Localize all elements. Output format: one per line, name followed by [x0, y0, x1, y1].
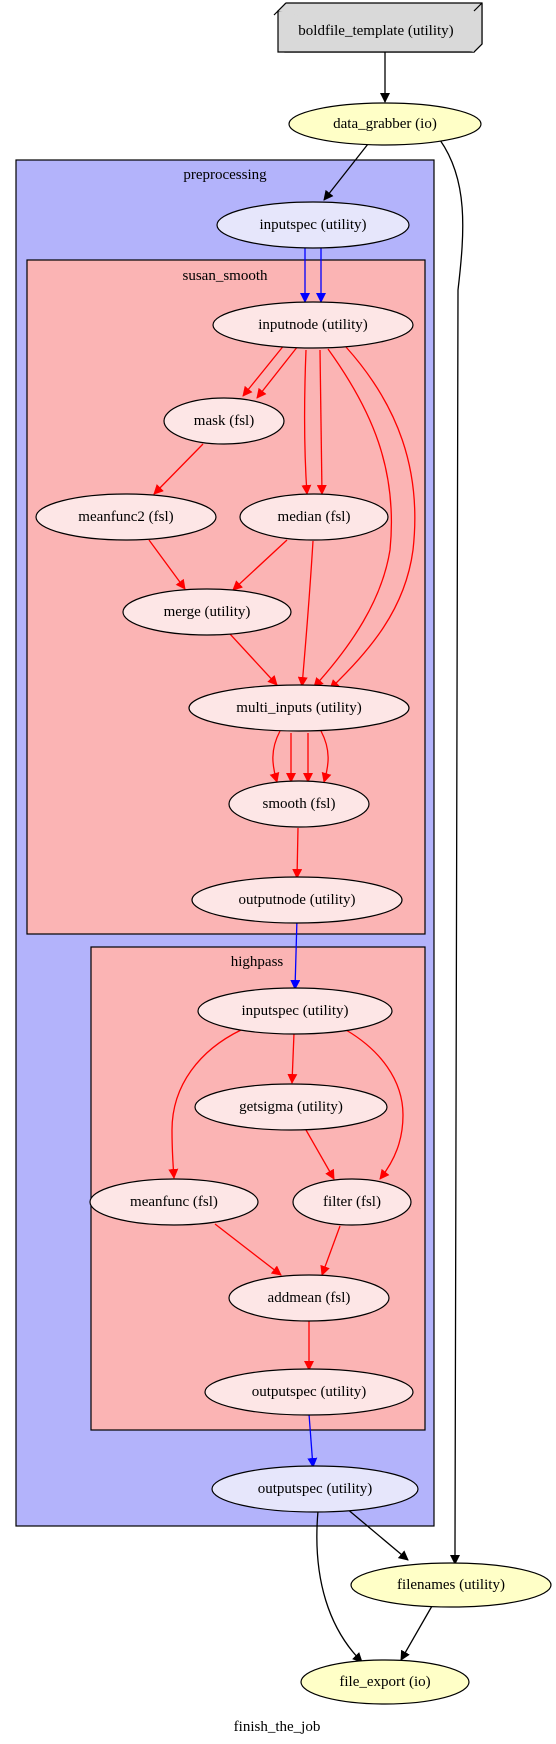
node-hp-filter-shape: [292, 1178, 412, 1226]
node-ss-outputnode: outputnode (utility): [191, 876, 403, 924]
edge-mask-to-meanfunc2: [153, 443, 204, 495]
edge-hp-inputspec-to-meanfunc: [168, 1029, 242, 1179]
node-ss-median-label: median (fsl): [278, 509, 351, 525]
cluster-highpass-title: highpass: [231, 954, 284, 970]
node-ss-inputnode-label: inputnode (utility): [258, 317, 368, 333]
node-hp-getsigma-shape: [194, 1083, 388, 1131]
cluster-susan-smooth: susan_smooth: [26, 259, 426, 935]
node-ss-inputnode: inputnode (utility): [212, 301, 414, 349]
node-hp-addmean-shape: [228, 1274, 390, 1322]
edge-median-to-multi: [297, 540, 314, 687]
node-ss-meanfunc2-shape: [35, 493, 217, 541]
node-filenames-shape: [350, 1562, 552, 1608]
node-ss-smooth-label: smooth (fsl): [263, 796, 336, 812]
node-hp-inputspec: inputspec (utility): [197, 987, 393, 1035]
node-ss-median-shape: [239, 493, 389, 541]
edge-inputnode-to-mask-2: [256, 345, 299, 399]
edge-meanfunc-to-addmean: [214, 1223, 282, 1276]
node-ss-multi-inputs: multi_inputs (utility): [188, 684, 410, 732]
node-file-export-label: file_export (io): [339, 1674, 430, 1690]
node-hp-inputspec-label: inputspec (utility): [241, 1003, 348, 1019]
node-ss-multi-inputs-shape: [188, 684, 410, 732]
edge-hp-inputspec-to-getsigma: [287, 1032, 298, 1084]
node-ss-merge: merge (utility): [122, 588, 292, 636]
edge-filenames-to-export: [400, 1605, 433, 1661]
node-boldfile-template-corner: [473, 2, 483, 12]
node-pre-inputspec-shape: [216, 201, 410, 249]
node-ss-inputnode-shape: [212, 301, 414, 349]
node-ss-mask-shape: [163, 397, 285, 445]
edge-hp-outputspec-to-outputspec: [307, 1413, 318, 1468]
node-ss-mask-label: mask (fsl): [194, 413, 254, 429]
edge-inputnode-to-multi-1: [313, 348, 393, 688]
node-pre-outputspec-label: outputspec (utility): [258, 1481, 373, 1497]
node-hp-inputspec-shape: [197, 987, 393, 1035]
edge-multi-to-smooth-1: [269, 730, 281, 783]
edge-outputspec-to-export: [316, 1510, 363, 1663]
edge-hp-inputspec-to-filter: [345, 1029, 404, 1180]
node-hp-outputspec-label: outputspec (utility): [252, 1384, 367, 1400]
node-ss-outputnode-shape: [191, 876, 403, 924]
edge-grabber-to-filenames: [439, 139, 464, 1565]
node-ss-meanfunc2-label: meanfunc2 (fsl): [78, 509, 173, 525]
node-filenames: filenames (utility): [350, 1562, 552, 1608]
node-ss-mask: mask (fsl): [163, 397, 285, 445]
edge-getsigma-to-filter: [305, 1129, 335, 1180]
graph-title: finish_the_job: [234, 1719, 321, 1735]
node-ss-median: median (fsl): [239, 493, 389, 541]
edge-meanfunc2-to-merge: [148, 539, 186, 590]
node-ss-outputnode-label: outputnode (utility): [238, 892, 355, 908]
edge-inputnode-to-multi-2: [329, 346, 416, 690]
edge-grabber-to-inputspec: [323, 143, 369, 201]
edge-smooth-to-outputnode: [292, 827, 303, 879]
node-ss-merge-shape: [122, 588, 292, 636]
node-hp-filter-label: filter (fsl): [323, 1194, 381, 1210]
edge-inputnode-to-median-2: [316, 349, 327, 495]
node-hp-filter: filter (fsl): [292, 1178, 412, 1226]
edge-inputnode-to-median-1: [301, 349, 312, 495]
node-pre-outputspec-shape: [211, 1465, 419, 1513]
node-pre-inputspec-label: inputspec (utility): [259, 217, 366, 233]
node-data-grabber: data_grabber (io): [288, 102, 482, 146]
node-ss-smooth: smooth (fsl): [228, 780, 370, 828]
node-pre-outputspec: outputspec (utility): [211, 1465, 419, 1513]
node-data-grabber-shape: [288, 102, 482, 146]
edge-outputnode-to-hp-inputspec: [290, 917, 301, 990]
node-hp-addmean: addmean (fsl): [228, 1274, 390, 1322]
node-hp-addmean-label: addmean (fsl): [268, 1290, 351, 1306]
node-hp-meanfunc: meanfunc (fsl): [89, 1178, 259, 1226]
node-file-export: file_export (io): [300, 1659, 470, 1705]
node-boldfile-template: boldfile_template (utility): [273, 2, 483, 53]
node-ss-meanfunc2: meanfunc2 (fsl): [35, 493, 217, 541]
edge-inputnode-to-mask-1: [242, 343, 286, 397]
node-hp-outputspec: outputspec (utility): [204, 1368, 414, 1416]
node-hp-getsigma-label: getsigma (utility): [239, 1099, 343, 1115]
node-data-grabber-label: data_grabber (io): [333, 116, 437, 132]
node-hp-getsigma: getsigma (utility): [194, 1083, 388, 1131]
cluster-preprocessing-title: preprocessing: [183, 167, 267, 183]
node-pre-inputspec: inputspec (utility): [216, 201, 410, 249]
node-ss-multi-inputs-label: multi_inputs (utility): [236, 700, 361, 716]
edge-merge-to-multi: [229, 633, 278, 686]
node-filenames-label: filenames (utility): [397, 1577, 505, 1593]
edge-multi-to-smooth-4: [320, 730, 332, 783]
node-hp-meanfunc-shape: [89, 1178, 259, 1226]
node-file-export-shape: [300, 1659, 470, 1705]
edge-outputspec-to-filenames: [345, 1507, 409, 1561]
edge-median-to-merge: [232, 539, 288, 591]
node-hp-meanfunc-label: meanfunc (fsl): [130, 1194, 218, 1210]
node-boldfile-template-label: boldfile_template (utility): [298, 23, 453, 39]
node-hp-outputspec-shape: [204, 1368, 414, 1416]
edge-filter-to-addmean: [320, 1225, 341, 1276]
node-ss-merge-label: merge (utility): [164, 604, 251, 620]
cluster-susan-smooth-title: susan_smooth: [182, 268, 268, 284]
node-ss-smooth-shape: [228, 780, 370, 828]
